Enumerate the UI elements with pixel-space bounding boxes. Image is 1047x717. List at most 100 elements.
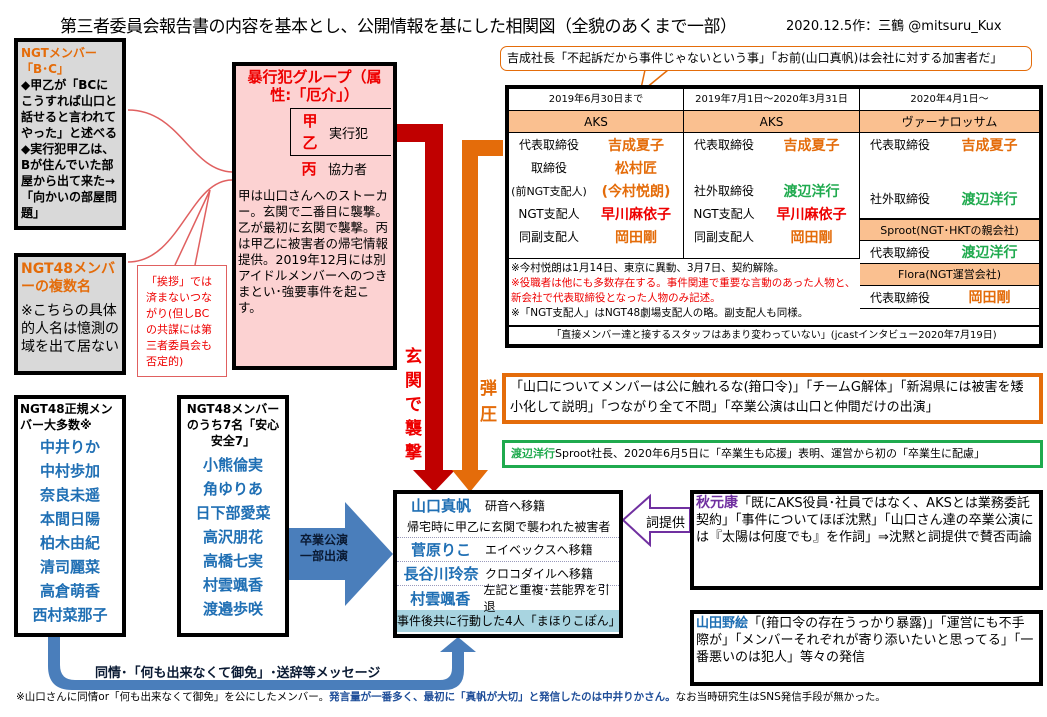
multi-body: ※こちらの具体的人名は憶測の域を出て居ない [21,303,119,355]
role: 同副支配人 [693,230,754,244]
suppression-box: 「山口についてメンバーは公に触れるな(箝口令)」「チームG解体」「新潟県には被害… [502,373,1043,424]
yamada-text: 「(箝口令の存在うっかり暴露)」「運営にも不手際が」「メンバーそれぞれが寄り添い… [696,616,1034,665]
footnote-part: ※山口さんに同情or「何も出来なくて御免」を公にしたメンバー。 [16,691,330,703]
graduation-label: 卒業公演一部出演 [299,533,348,563]
akimoto-text: 「既にAKS役員･社員ではなく、AKSとは業務委託契約」「事件についてほぼ沈黙」… [696,496,1034,545]
victim-name: 山口真帆 [410,496,471,515]
watanabe-text: Sproot社長、2020年6月5日に「卒業生も応援」表明、運営から初の「卒業生… [555,447,986,460]
message-arrow [48,637,476,690]
perpetrator-box: 暴行犯グループ（属性:「厄介」） 甲乙 実行犯 丙 協力者 甲は山口さんへのスト… [232,62,397,370]
member-name: 西村菜那子 [32,606,108,624]
perp-member: 丙 [301,159,317,178]
company-header: AKS [509,111,683,133]
staff-quote: 「直接メンバー達と接するスタッフはあまり変わっていない」(jcastインタビュー… [509,325,1039,344]
role: (前NGT支配人) [511,184,587,198]
person: 渡辺洋行 [961,245,1018,261]
company-header: AKS [684,111,859,133]
table-notes: ※今村悦朗は1月14日、東京に異動、3月7日、契約解除。 ※役職者は他にも多数存… [509,261,859,321]
victim-name: 菅原りこ [410,541,471,559]
perp-body: 甲は山口さんへのストーカー。玄関で二番目に襲撃。乙が最初に玄関で襲撃。丙は甲乙に… [238,188,389,315]
person: 岡田剛 [615,229,657,246]
note: ※役職者は他にも多数存在する。事件関連で重要な言動のあった人物と、新会社で代表取… [511,277,856,304]
role: 代表取締役 [693,138,754,152]
person: 渡辺洋行 [783,183,840,200]
person: 吉成夏子 [783,137,840,154]
yamada-name: 山田野絵 [696,616,749,631]
person: 吉成夏子 [608,137,664,154]
lyrics-arrow [621,493,691,548]
connector-bc [127,109,233,173]
person: 岡田剛 [968,290,1011,306]
bc-title: NGTメンバー「B･C」 [21,46,97,76]
bc-box: NGTメンバー「B･C」 ◆甲乙が「BCにこうすれば山口と話せると言われてやった… [14,38,126,230]
multi-title: NGT48メンバーの複数名 [21,261,115,295]
callout-tail [174,189,211,266]
yamada-box: 山田野絵「(箝口令の存在うっかり暴露)」「運営にも不手際が」「メンバーそれぞれが… [690,610,1043,686]
member-name: 日下部愛菜 [195,504,271,522]
bc-body: ◆甲乙が「BCにこうすれば山口と話せると言われてやった」と述べる◆実行犯甲乙は、… [21,78,118,220]
watanabe-name: 渡辺洋行 [511,447,555,460]
member-name: 村雲颯香 [202,576,263,594]
footnote-part: 発言量が一番多く、最初に「真帆が大切」と発信したのは中井りかさん。 [329,691,676,703]
period-date: 2019年6月30日まで [509,89,683,111]
person: 早川麻依子 [776,206,847,223]
lyrics-label: 詞提供 [646,516,686,531]
member-name: 中井りか [39,438,100,456]
period-date: 2019年7月1日～2020年3月31日 [684,89,859,111]
member-list: 小熊倫実角ゆりあ日下部愛菜高沢朋花高橋七実村雲颯香渡邉歩咲 [181,453,285,621]
role: 代表取締役 [869,245,930,260]
sproot-header: Sproot(NGT･HKTの親会社) [860,219,1039,241]
person: 吉成夏子 [961,137,1018,154]
role: 社外取締役 [869,192,930,206]
victim-description: 帰宅時に甲乙に玄関で襲われた被害者 [397,516,619,538]
role: 取締役 [530,161,567,175]
role-helper: 協力者 [328,162,368,178]
member-name: 柏木由紀 [39,534,100,552]
message-label: 同情･「何も出来なくて御免」･送辞等メッセージ [95,666,381,681]
person: 松村匠 [615,160,657,177]
role: 同副支配人 [518,230,579,244]
member-name: 渡邉歩咲 [202,600,263,618]
period-date: 2020年4月1日～ [860,89,1039,111]
flora-header: Flora(NGT運営会社) [860,264,1039,286]
person: 早川麻依子 [601,206,671,223]
victim-name: 長谷川玲奈 [403,565,479,583]
note: ※「NGT支配人」はNGT48劇場支配人の略。副支配人も同様。 [511,307,809,319]
period-column: 2019年6月30日まで AKS 代表取締役吉成夏子 取締役松村匠 (前NGT支… [509,89,684,259]
period-column: 2019年7月1日～2020年3月31日 AKS 代表取締役吉成夏子 社外取締役… [684,89,860,259]
member-name: 本間日陽 [39,510,100,528]
majority-title: NGT48正規メンバー大多数※ [20,402,113,432]
page-title: 第三者委員会報告書の内容を基本とし、公開情報を基にした相関図（全貌のあくまで一部… [60,17,737,37]
multi-box: NGT48メンバーの複数名 ※こちらの具体的人名は憶測の域を出て居ない [14,253,126,375]
member-name: 高橋七実 [202,552,263,570]
note: ※今村悦朗は1月14日、東京に異動、3月7日、契約解除。 [511,262,785,274]
role: 代表取締役 [869,290,930,305]
period-column: 2020年4月1日～ ヴァーナロッサム 代表取締役吉成夏子 社外取締役渡辺洋行 … [860,89,1039,344]
member-name: 角ゆりあ [202,480,263,498]
attack-label: 玄関で襲撃 [405,347,422,463]
member-name: 高沢朋花 [202,528,263,546]
role: 代表取締役 [869,138,930,152]
attack-arrow [396,124,455,492]
connector-multi [127,179,233,263]
member-list: 中井りか中村歩加奈良未遥本間日陽柏木由紀清司麗菜高倉萌香西村菜那子 [18,435,122,627]
member-name: 清司麗菜 [39,558,100,576]
person: 渡辺洋行 [961,191,1018,208]
yoshinari-quote-bubble: 吉成社長「不起訴だから事件じゃないという事」「お前(山口真帆)は会社に対する加害… [500,46,1032,71]
role: NGT支配人 [693,207,755,221]
greeting-callout: 「挨拶」では済まないつながり(但しBCの共謀には第三者委員会も否定的) [137,265,227,377]
watanabe-box: 渡辺洋行Sproot社長、2020年6月5日に「卒業生も応援」表明、運営から初の… [502,440,1043,468]
perp-title: 暴行犯グループ（属性:「厄介」） [247,68,382,104]
akimoto-box: 秋元康「既にAKS役員･社員ではなく、AKSとは業務委託契約」「事件についてほぼ… [690,490,1043,590]
member-name: 高倉萌香 [39,582,100,600]
org-table: 2019年6月30日まで AKS 代表取締役 吉成夏子 取締役 松村匠 (前NGT支… [505,85,1043,348]
victim-name: 村雲颯香 [410,589,471,608]
member-name: 小熊倫実 [202,456,263,474]
footnote-part: なお当時研究生はSNS発信手段が無かった。 [675,691,886,703]
person: 岡田剛 [790,229,833,246]
mahorikopon-label: 事件後共に行動した4人「まほりこぽん」 [397,610,621,632]
victim-note: クロコダイルへ移籍 [485,567,594,581]
author-credit: 2020.12.5作：三鶴 @mitsuru_Kux [786,19,1002,34]
graduation-arrow [288,502,393,606]
victim-note: エイベックスへ移籍 [485,543,593,557]
